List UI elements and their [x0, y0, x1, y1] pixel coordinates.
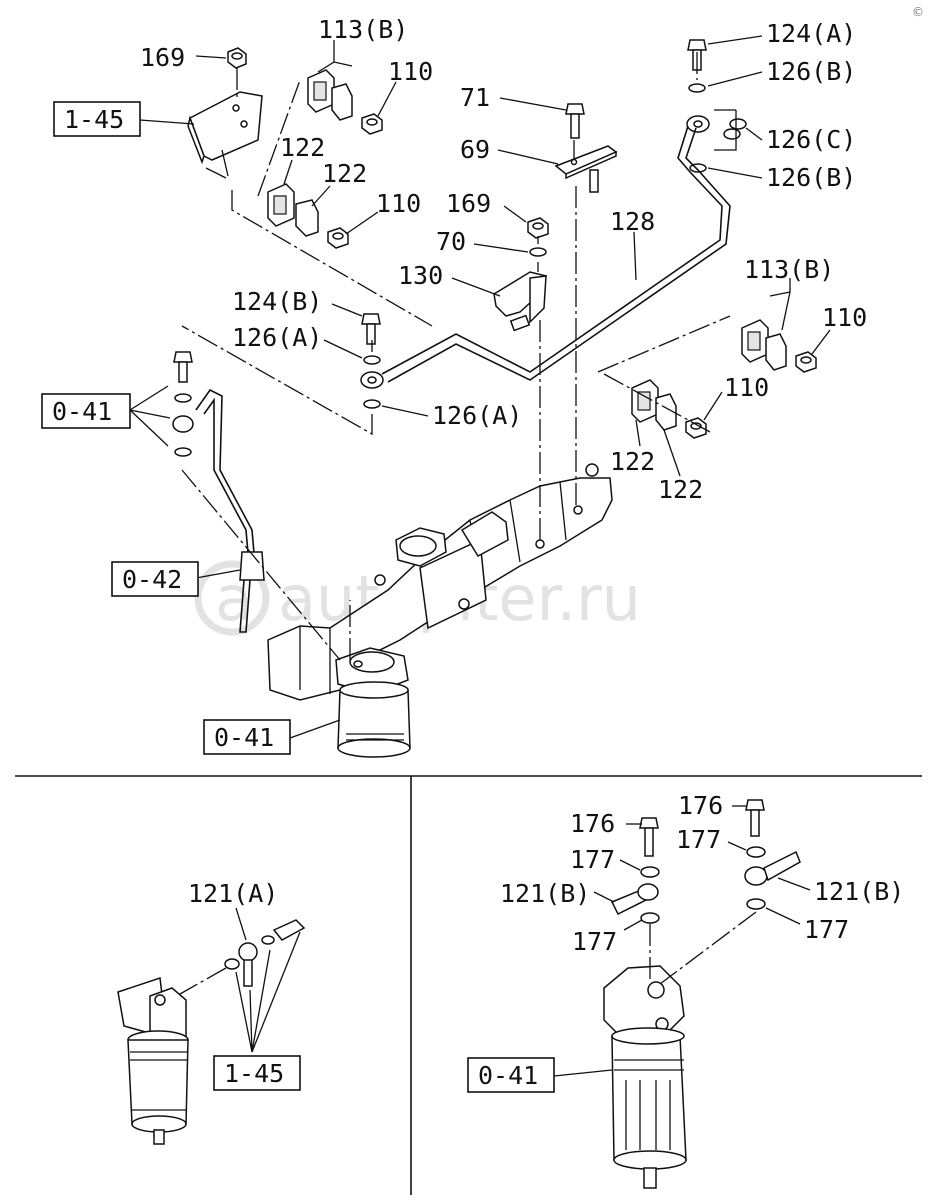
label-121a: 121(A) [188, 879, 278, 908]
label-0-41-left: 0-41 [52, 397, 112, 426]
washer-177-b-part [746, 846, 766, 858]
bolt-176-a-part [639, 817, 659, 857]
label-177-a: 177 [570, 845, 615, 874]
label-110-low: 110 [724, 373, 769, 402]
callout-box-0-42 [111, 561, 199, 597]
manifold-assembly [267, 463, 613, 701]
callout-box-0-41-left [41, 393, 131, 429]
label-110-right: 110 [822, 303, 867, 332]
bolt-176-b-part [745, 799, 765, 837]
washer-126a-bottom [363, 399, 381, 409]
label-1-45-top: 1-45 [64, 105, 124, 134]
pipe-0-42-part [195, 388, 265, 633]
filter-cartridge-top-part [337, 681, 411, 758]
left-bolt-group-part [172, 351, 194, 457]
label-69: 69 [460, 135, 490, 164]
leader-lines-top [129, 35, 831, 739]
assembly-lines [181, 52, 731, 661]
washer-70-part [529, 247, 547, 257]
label-110-top: 110 [388, 57, 433, 86]
label-113b-right: 113(B) [744, 255, 834, 284]
pipe-128-part [381, 125, 731, 383]
label-1-45-bottom: 1-45 [224, 1059, 284, 1088]
nut-110-right-part [795, 351, 817, 373]
nut-110-low-part [685, 417, 707, 439]
label-128: 128 [610, 207, 655, 236]
label-110-mid: 110 [376, 189, 421, 218]
label-176-a: 176 [570, 809, 615, 838]
bracket-part [187, 91, 263, 179]
bracket-130-part [493, 271, 547, 332]
label-126b-2: 126(B) [766, 163, 856, 192]
banjo-eye-124b-part [360, 371, 384, 389]
label-122-d: 122 [658, 475, 703, 504]
nut-110-mid-part [327, 227, 349, 249]
corner-mark: © [912, 5, 924, 19]
label-130: 130 [398, 261, 443, 290]
label-70: 70 [436, 227, 466, 256]
washer-177-a-part [640, 866, 660, 878]
label-126a-2: 126(A) [432, 401, 522, 430]
nut-110-top-part [361, 113, 383, 135]
label-122-a: 122 [280, 133, 325, 162]
label-71: 71 [460, 83, 490, 112]
washer-126a-top [363, 355, 381, 365]
nut-169-right-part [527, 217, 549, 239]
label-122-c: 122 [610, 447, 655, 476]
clip-122-left-part [267, 183, 319, 237]
clip-113b-right-part [741, 319, 787, 371]
label-121b-a: 121(B) [500, 879, 590, 908]
clip-122-low-part [631, 379, 677, 431]
label-169-top: 169 [140, 43, 185, 72]
washer-177-c-part [640, 912, 660, 924]
clip-113b-top-part [307, 69, 353, 121]
filter-assembly-0-41-part [603, 965, 687, 1189]
leader-lines-bottom-right [553, 805, 811, 1077]
label-126a-1: 126(A) [232, 323, 322, 352]
callout-box-1-45-top [53, 101, 141, 137]
label-169-right: 169 [446, 189, 491, 218]
label-0-41-bottom-right: 0-41 [478, 1061, 538, 1090]
bracket-69-part [554, 145, 618, 193]
banjo-121b-b-part [744, 850, 801, 886]
nut-169-part [227, 47, 247, 69]
label-0-42: 0-42 [122, 565, 182, 594]
washer-126c-part [723, 118, 747, 140]
label-122-b: 122 [322, 159, 367, 188]
bolt-71-part [565, 103, 585, 139]
label-177-d: 177 [804, 915, 849, 944]
banjo-121a-part [224, 919, 306, 987]
label-126b-1: 126(B) [766, 57, 856, 86]
callout-box-0-41-bottom-right [467, 1057, 555, 1093]
banjo-eye-part [686, 115, 710, 133]
label-177-b: 177 [676, 825, 721, 854]
filter-assembly-1-45-part [117, 976, 189, 1145]
label-124b: 124(B) [232, 287, 322, 316]
label-126c: 126(C) [766, 125, 856, 154]
label-0-41-bottom: 0-41 [214, 723, 274, 752]
washer-177-d-part [746, 898, 766, 910]
label-124a: 124(A) [766, 19, 856, 48]
callout-box-1-45-bottom [213, 1055, 301, 1091]
label-113b-top: 113(B) [318, 15, 408, 44]
label-176-b: 176 [678, 791, 723, 820]
label-177-c: 177 [572, 927, 617, 956]
label-121b-b: 121(B) [814, 877, 904, 906]
leader-lines-bottom-left [179, 907, 301, 1053]
washer-126b-top [688, 83, 706, 93]
banjo-121b-a-part [610, 883, 659, 916]
banjo-bolt-124b-part [361, 313, 381, 345]
callout-box-0-41-bottom [203, 719, 291, 755]
